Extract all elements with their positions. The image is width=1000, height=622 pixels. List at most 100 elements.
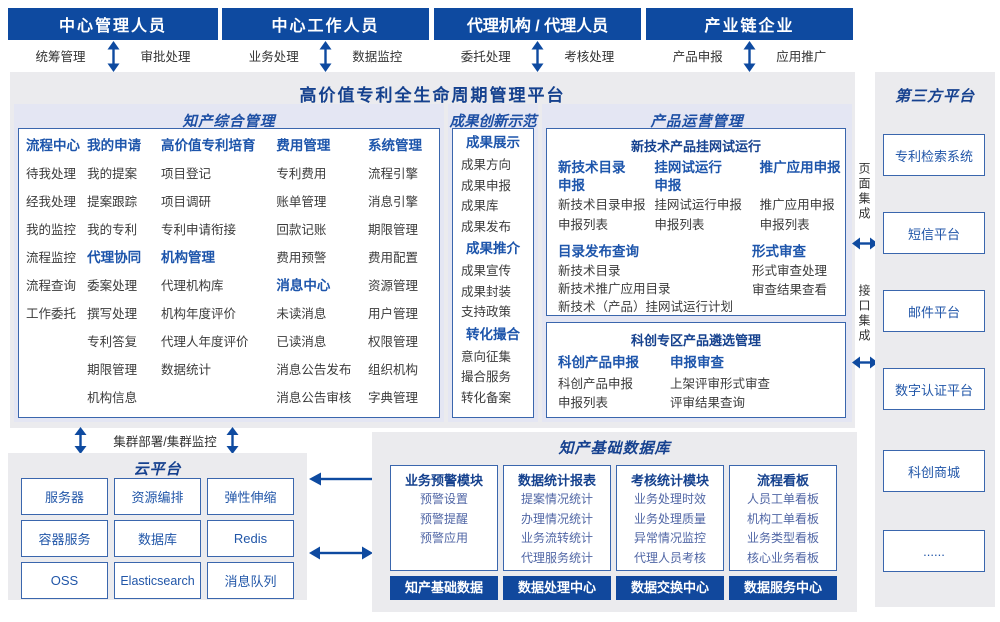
warehouse-column: 考核统计模块 业务处理时效 业务处理质量 异常情况监控 代理人员考核 数据交换中… — [616, 465, 724, 600]
menu-item: 流程监控 — [26, 251, 77, 265]
menu-column: 新技术目录申报 新技术目录申报 申报列表 — [558, 159, 654, 235]
group-header: 新技术目录申报 — [558, 160, 626, 193]
data-warehouse-title: 知产基础数据库 — [558, 440, 671, 457]
module-item: 业务类型看板 — [746, 531, 819, 545]
actor-title: 产业链企业 — [646, 8, 853, 40]
group-header: 代理协同 — [87, 250, 142, 265]
module-item: 提案情况统计 — [520, 492, 593, 506]
menu-item: 申报列表 — [654, 217, 705, 232]
module-header: 数据统计报表 — [517, 473, 596, 488]
module-item: 人员工单看板 — [746, 492, 819, 506]
data-warehouse-panel: 知产基础数据库 业务预警模块 预警设置 预警提醒 预警应用 知产基础数据 数据统… — [372, 432, 857, 612]
menu-item: 委案处理 — [87, 279, 138, 293]
menu-item: 待我处理 — [26, 167, 77, 181]
third-party-title: 第三方平台 — [894, 88, 975, 105]
menu-item: 我的专利 — [87, 223, 138, 237]
menu-item: 消息公告发布 — [276, 363, 352, 377]
menu-item: 挂网试运行申报 — [654, 198, 742, 212]
menu-item: 用户管理 — [368, 307, 419, 321]
cloud-cell: OSS — [21, 562, 108, 599]
actor-group-industry-chain: 产业链企业 产品申报 应用推广 — [646, 8, 853, 72]
menu-item: 代理人年度评价 — [161, 335, 249, 349]
menu-item: 新技术目录申报 — [558, 198, 646, 212]
menu-item: 消息公告审核 — [276, 391, 352, 405]
menu-item: 资源管理 — [368, 279, 419, 293]
group-header: 目录发布查询 — [558, 244, 639, 259]
menu-item: 撰写处理 — [87, 307, 138, 321]
menu-item: 新技术（产品）挂网试运行计划 — [558, 300, 734, 314]
third-party-panel: 第三方平台 专利检索系统 短信平台 邮件平台 数字认证平台 科创商城 .....… — [875, 72, 995, 607]
module-item: 机构工单看板 — [746, 511, 819, 526]
menu-item: 流程引擎 — [368, 167, 419, 181]
formal-review-group: 形式审查 形式审查处理 审查结果查看 — [752, 242, 827, 316]
group-header: 系统管理 — [368, 138, 423, 153]
group-header: 转化撮合 — [466, 326, 520, 342]
data-center-button: 数据交换中心 — [616, 576, 724, 600]
cloud-cell: Elasticsearch — [114, 562, 201, 599]
group-header: 推广应用申报 — [759, 160, 841, 175]
menu-item: 流程查询 — [26, 279, 77, 293]
menu-item: 代理机构库 — [161, 279, 224, 293]
vertical-double-arrow-icon — [74, 427, 87, 454]
group-header: 高价值专利培育 — [161, 138, 256, 153]
section-title: 产品运营管理 — [650, 114, 744, 130]
platform-title: 高价值专利全生命周期管理平台 — [299, 86, 566, 105]
menu-column: 我的申请 我的提案 提案跟踪 我的专利 代理协同 委案处理 撰写处理 专利答复 … — [87, 132, 161, 417]
third-party-system: 专利检索系统 — [883, 134, 985, 176]
menu-item: 回款记账 — [276, 223, 327, 237]
menu-item: 撮合服务 — [461, 370, 512, 384]
actor-role: 业务处理 — [248, 50, 299, 64]
third-party-system: 数字认证平台 — [883, 368, 985, 410]
actor-role: 委托处理 — [460, 50, 511, 64]
module-item: 异常情况监控 — [633, 531, 706, 545]
menu-item: 申报列表 — [558, 395, 609, 410]
module-item: 预警提醒 — [419, 511, 468, 526]
menu-column: 高价值专利培育 项目登记 项目调研 专利申请衔接 机构管理 代理机构库 机构年度… — [161, 132, 276, 417]
vertical-double-arrow-icon — [226, 427, 239, 454]
menu-item: 上架评审形式审查 — [670, 377, 771, 391]
cloud-cell: 资源编排 — [114, 478, 201, 515]
module-item: 业务处理质量 — [633, 511, 706, 526]
group-header: 流程中心 — [26, 138, 80, 153]
menu-item: 支持政策 — [461, 305, 512, 319]
actor-group-center-managers: 中心管理人员 统筹管理 审批处理 — [8, 8, 218, 72]
menu-item: 形式审查处理 — [752, 264, 828, 278]
module-item: 预警应用 — [419, 531, 468, 545]
menu-item: 审查结果查看 — [752, 282, 828, 297]
section-body: 成果展示 成果方向 成果申报 成果库 成果发布 成果推介 成果宣传 成果封装 支… — [452, 128, 534, 418]
section-body: 流程中心 待我处理 经我处理 我的监控 流程监控 流程查询 工作委托 我的申请 … — [18, 128, 440, 418]
actor-group-agencies: 代理机构 / 代理人员 委托处理 考核处理 — [434, 8, 641, 72]
menu-item: 成果宣传 — [461, 264, 512, 278]
third-party-system: 科创商城 — [883, 450, 985, 492]
warehouse-column: 业务预警模块 预警设置 预警提醒 预警应用 知产基础数据 — [390, 465, 498, 600]
module-item: 业务流转统计 — [520, 531, 593, 545]
menu-item: 工作委托 — [26, 307, 77, 321]
data-center-button: 数据服务中心 — [729, 576, 837, 600]
section-ip-management: 知产综合管理 流程中心 待我处理 经我处理 我的监控 流程监控 流程查询 工作委… — [14, 104, 444, 422]
section-title: 知产综合管理 — [182, 114, 276, 130]
trial-run-box: 新技术产品挂网试运行 新技术目录申报 新技术目录申报 申报列表 挂网试运行申报 … — [546, 128, 846, 316]
group-header: 费用管理 — [276, 138, 331, 153]
menu-item: 机构年度评价 — [161, 307, 237, 321]
module-item: 预警设置 — [419, 492, 468, 506]
group-header: 成果推介 — [466, 241, 520, 256]
menu-column: 申报审查 上架评审形式审查 评审结果查询 — [670, 351, 820, 412]
actor-group-center-staff: 中心工作人员 业务处理 数据监控 — [222, 8, 429, 72]
actor-role: 应用推广 — [776, 50, 827, 64]
group-header: 形式审查 — [752, 244, 806, 259]
cloud-cell: 容器服务 — [21, 520, 108, 557]
vertical-double-arrow-icon — [531, 41, 544, 72]
menu-item: 申报列表 — [558, 217, 609, 232]
warehouse-column: 数据统计报表 提案情况统计 办理情况统计 业务流转统计 代理服务统计 数据处理中… — [503, 465, 611, 600]
actor-role: 考核处理 — [564, 50, 615, 64]
warehouse-column: 流程看板 人员工单看板 机构工单看板 业务类型看板 核心业务看板 数据服务中心 — [729, 465, 837, 600]
module-item: 代理人员考核 — [633, 550, 706, 565]
api-integration-label: 接口集成 — [857, 284, 871, 344]
menu-column: 系统管理 流程引擎 消息引擎 期限管理 费用配置 资源管理 用户管理 权限管理 … — [368, 132, 439, 417]
menu-item: 意向征集 — [461, 349, 512, 364]
horizontal-double-arrow-icon — [852, 237, 878, 250]
menu-item: 费用配置 — [368, 251, 419, 265]
menu-item: 转化备案 — [461, 390, 512, 405]
cloud-cell: Redis — [207, 520, 294, 557]
data-center-button: 数据处理中心 — [503, 576, 611, 600]
